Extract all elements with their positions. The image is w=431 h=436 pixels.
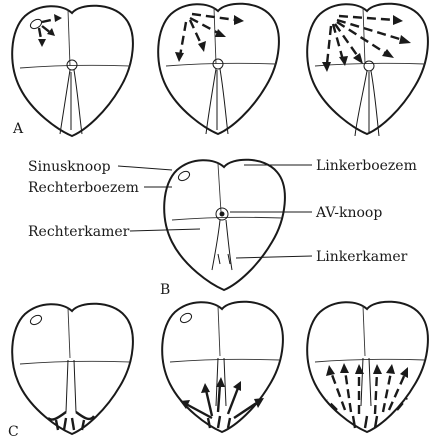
- panel-label-a: A: [12, 121, 24, 137]
- heart-c3: [307, 302, 428, 432]
- label-linkerkamer: Linkerkamer: [316, 249, 408, 265]
- panel-c: C: [8, 302, 428, 436]
- label-rechterboezem: Rechterboezem: [28, 180, 139, 196]
- heart-c1: [12, 304, 133, 434]
- panel-b: Sinusknoop Rechterboezem Rechterkamer Li…: [28, 158, 417, 298]
- panel-a: A: [12, 4, 428, 137]
- panel-label-c: C: [8, 424, 19, 436]
- label-sinusknoop: Sinusknoop: [28, 159, 111, 175]
- panel-label-b: B: [160, 282, 170, 298]
- label-rechterkamer: Rechterkamer: [28, 224, 130, 240]
- heart-c2: [162, 302, 283, 432]
- label-linkerboezem: Linkerboezem: [316, 158, 417, 174]
- heart-a1: [12, 6, 133, 136]
- heart-a3: [307, 4, 428, 136]
- heart-a2: [158, 4, 279, 134]
- heart-b: [164, 160, 285, 290]
- label-av-knoop: AV-knoop: [315, 205, 382, 221]
